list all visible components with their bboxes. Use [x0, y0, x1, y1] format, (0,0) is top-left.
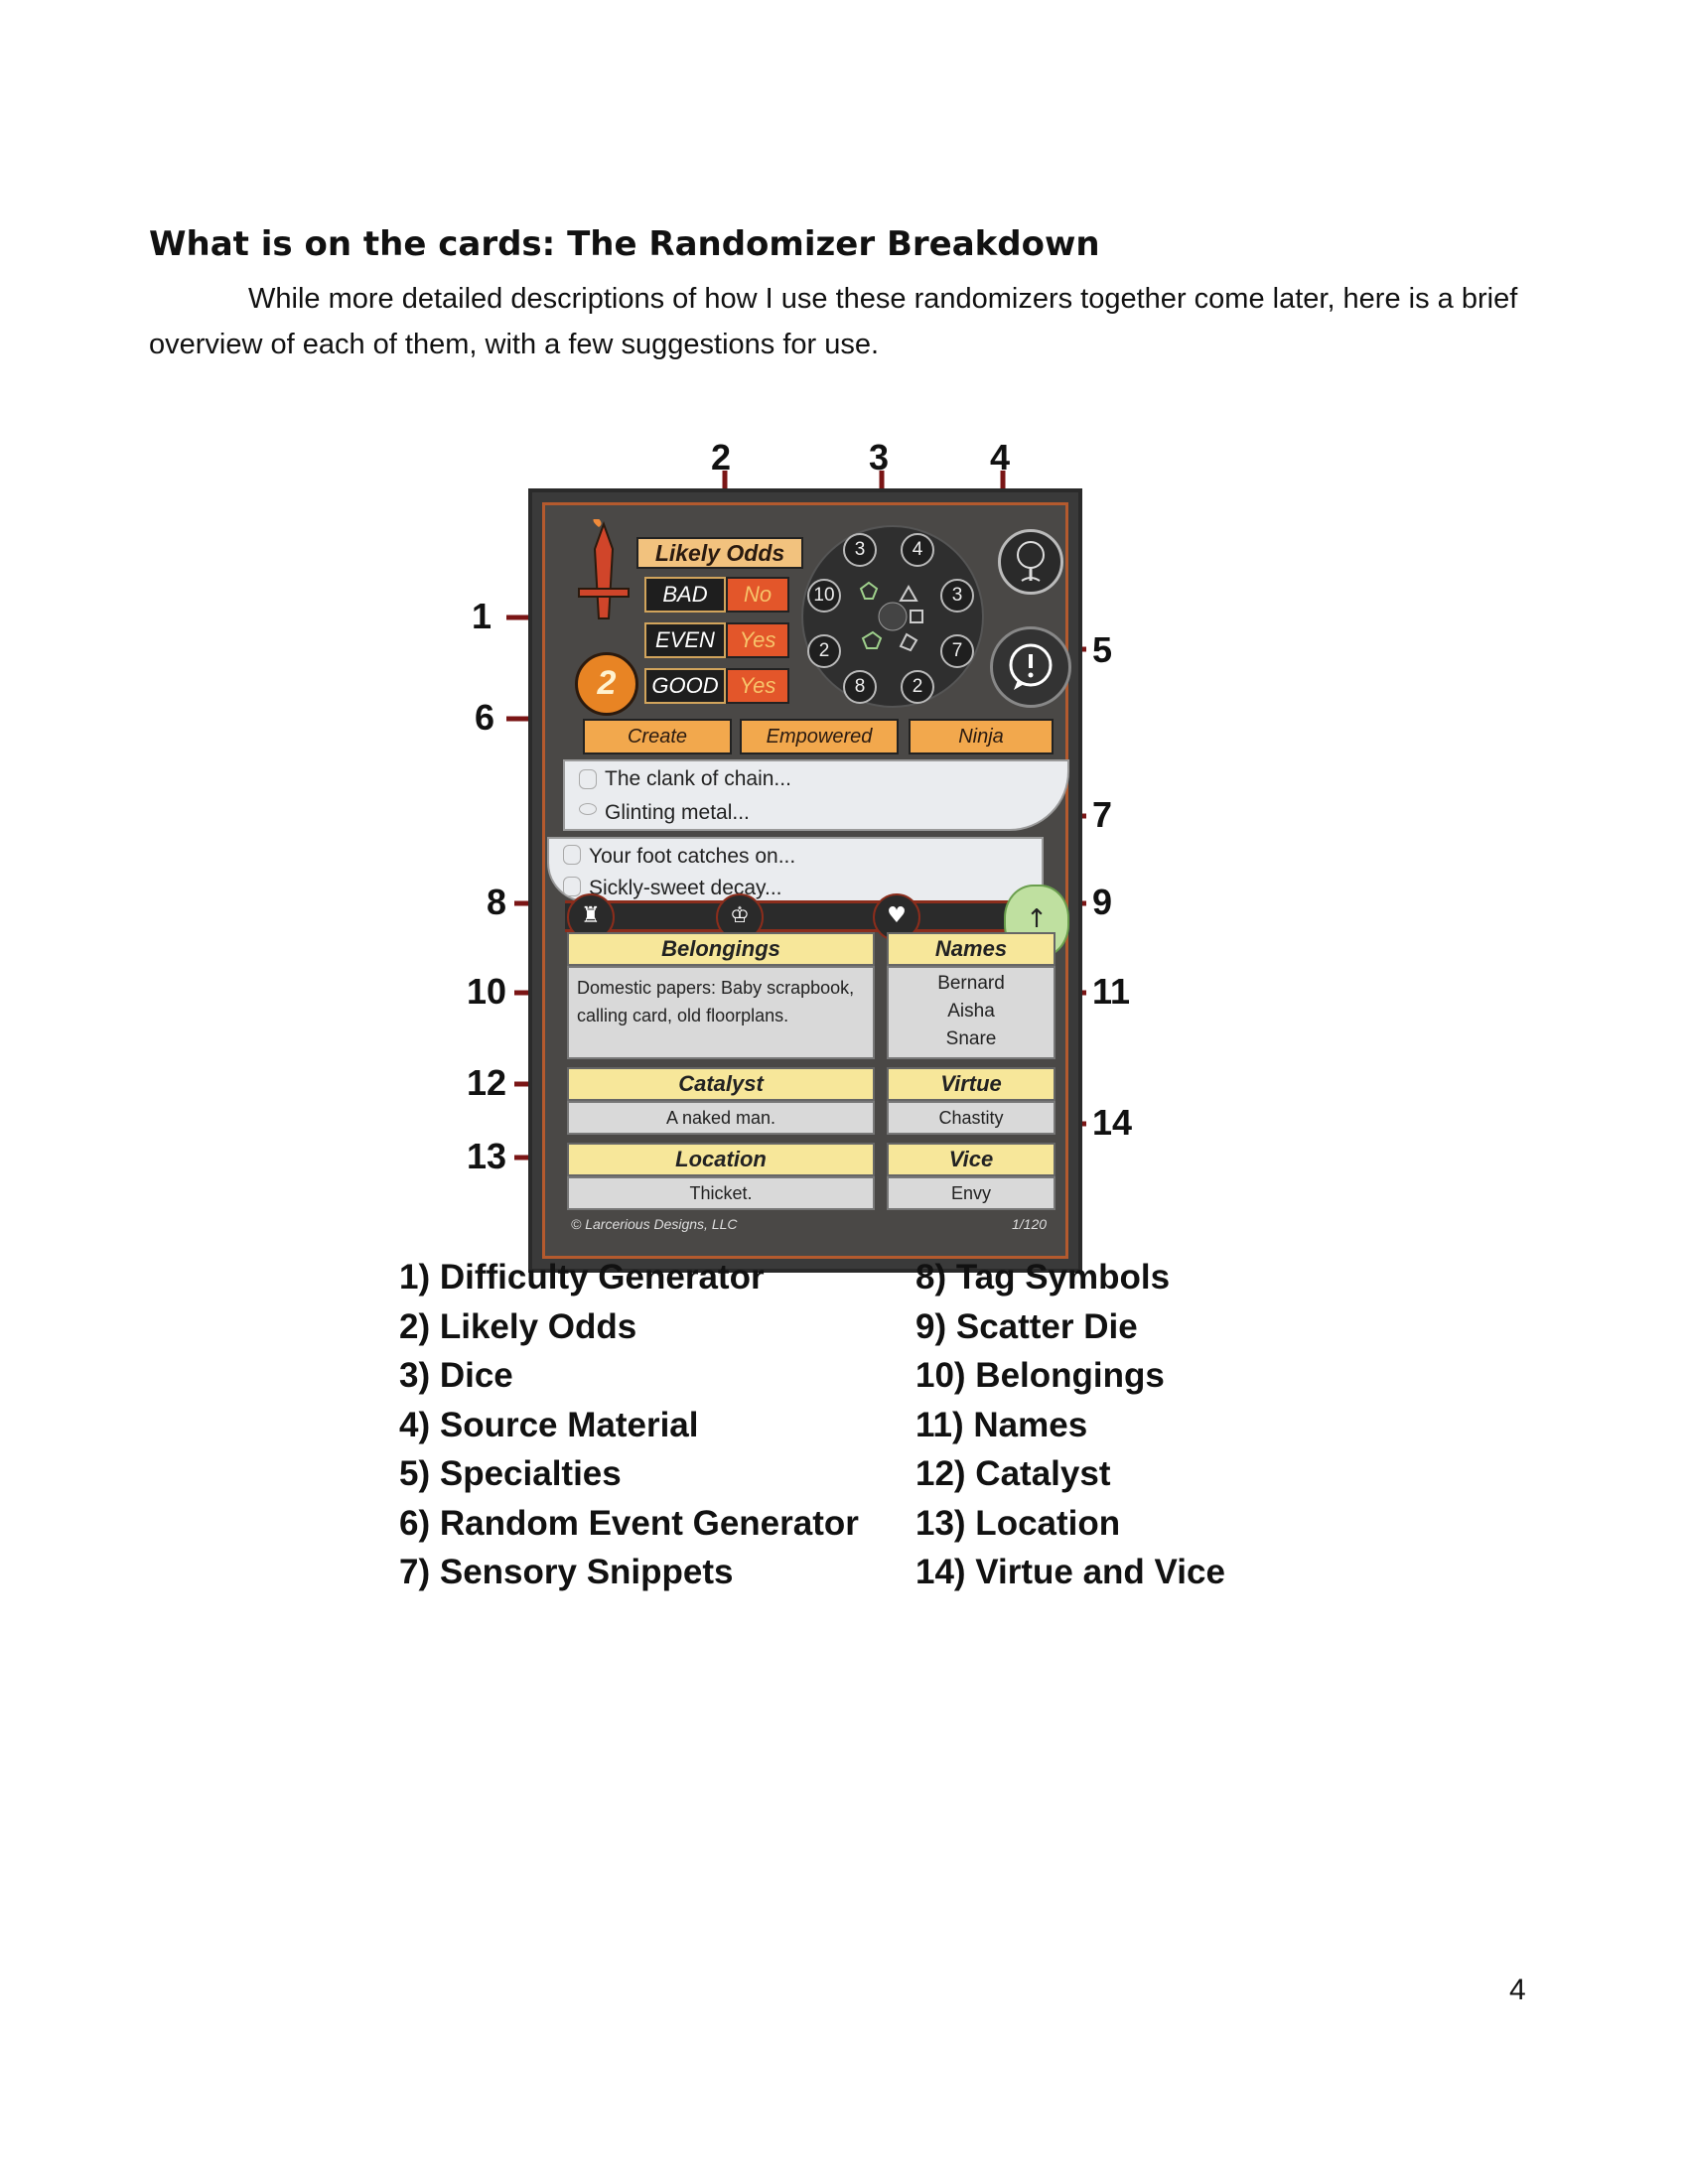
- odds-value: No: [726, 577, 789, 613]
- odds-value: Yes: [726, 622, 789, 658]
- legend-item: 13) Location: [915, 1503, 1121, 1543]
- callout-6: 6: [475, 697, 495, 738]
- vice-text: Envy: [887, 1176, 1055, 1210]
- dice-shapes-icon: [859, 581, 923, 652]
- location-header: Location: [567, 1143, 875, 1176]
- snippet-sound: The clank of chain...: [605, 767, 791, 790]
- names-header: Names: [887, 932, 1055, 966]
- event-tab-ninja: Ninja: [909, 719, 1054, 754]
- eye-icon: [579, 803, 597, 815]
- dagger-icon: [578, 519, 630, 619]
- legend-item: 1) Difficulty Generator: [399, 1258, 765, 1297]
- exclamation-speech-icon: [990, 626, 1071, 708]
- callout-2: 2: [711, 437, 732, 478]
- odds-value: Yes: [726, 668, 789, 704]
- nose-icon: [563, 877, 581, 896]
- callout-5: 5: [1092, 629, 1113, 670]
- legend-item: 2) Likely Odds: [399, 1306, 637, 1346]
- card-figure: 1 2 3 4 5 6 7 8 9 10 11 12 13 14 2 Likel…: [467, 437, 1133, 1273]
- catalyst-text: A naked man.: [567, 1101, 875, 1135]
- callout-11: 11: [1092, 971, 1131, 1012]
- legend-right: 8) Tag Symbols 9) Scatter Die 10) Belong…: [915, 1253, 1225, 1597]
- belongings-header: Belongings: [567, 932, 875, 966]
- page-number: 4: [1509, 1974, 1526, 2006]
- legend-item: 5) Specialties: [399, 1454, 622, 1493]
- legend-item: 12) Catalyst: [915, 1454, 1111, 1493]
- event-tab-create: Create: [583, 719, 732, 754]
- odds-label: BAD: [644, 577, 726, 613]
- snippet-band-bottom: Your foot catches on... Sickly-sweet dec…: [547, 837, 1044, 902]
- legend-item: 6) Random Event Generator: [399, 1503, 859, 1543]
- callout-12: 12: [467, 1062, 507, 1103]
- odds-row-good: GOOD Yes: [644, 668, 791, 704]
- name-item: Snare: [945, 1028, 997, 1049]
- dice-wheel: 3 4 10 3 2 7 8 2: [801, 525, 984, 708]
- callout-1: 1: [472, 596, 492, 636]
- hand-icon: [563, 845, 581, 865]
- odds-label: GOOD: [644, 668, 726, 704]
- name-item: Bernard: [937, 973, 1005, 994]
- callout-14: 14: [1092, 1102, 1133, 1143]
- legend-item: 7) Sensory Snippets: [399, 1553, 734, 1591]
- die-value: 2: [901, 670, 934, 704]
- legend-item: 14) Virtue and Vice: [915, 1553, 1225, 1591]
- intro-paragraph: While more detailed descriptions of how …: [149, 276, 1549, 367]
- odds-label: EVEN: [644, 622, 726, 658]
- snippet-band-top: The clank of chain... Glinting metal...: [563, 759, 1069, 831]
- legend-item: 9) Scatter Die: [915, 1306, 1138, 1346]
- tree-icon: [998, 529, 1063, 595]
- copyright-text: © Larcerious Designs, LLC: [571, 1216, 738, 1232]
- die-value: 7: [940, 634, 974, 668]
- card-frame: 2 Likely Odds BAD No EVEN Yes GOOD Yes 3…: [542, 502, 1071, 1259]
- die-value: 4: [901, 533, 934, 567]
- card-number: 1/120: [1012, 1216, 1048, 1232]
- odds-row-even: EVEN Yes: [644, 622, 791, 658]
- randomizer-card: 2 Likely Odds BAD No EVEN Yes GOOD Yes 3…: [528, 488, 1082, 1273]
- tag-band: ♜ ♔ ♥: [565, 893, 1061, 941]
- legend-item: 3) Dice: [399, 1356, 513, 1395]
- callout-4: 4: [990, 437, 1011, 478]
- legend-item: 8) Tag Symbols: [915, 1258, 1171, 1297]
- die-value: 2: [807, 634, 841, 668]
- callout-10: 10: [467, 971, 507, 1012]
- page-heading: What is on the cards: The Randomizer Bre…: [149, 224, 1100, 264]
- names-list: Bernard Aisha Snare: [887, 966, 1055, 1059]
- likely-odds-title: Likely Odds: [636, 537, 803, 569]
- snippet-sight: Glinting metal...: [605, 801, 750, 824]
- legend-item: 11) Names: [915, 1405, 1088, 1444]
- belongings-text: Domestic papers: Baby scrapbook, calling…: [567, 966, 875, 1059]
- difficulty-coin: 2: [575, 652, 638, 716]
- odds-row-bad: BAD No: [644, 577, 791, 613]
- legend-item: 4) Source Material: [399, 1405, 699, 1444]
- legend-left: 1) Difficulty Generator 2) Likely Odds 3…: [399, 1253, 859, 1597]
- catalyst-header: Catalyst: [567, 1067, 875, 1101]
- callout-9: 9: [1092, 882, 1113, 922]
- die-value: 3: [940, 579, 974, 613]
- vice-header: Vice: [887, 1143, 1055, 1176]
- intro-text: While more detailed descriptions of how …: [149, 283, 1518, 360]
- die-value: 8: [843, 670, 877, 704]
- callout-7: 7: [1092, 794, 1113, 835]
- name-item: Aisha: [947, 1001, 995, 1022]
- ear-icon: [579, 769, 597, 789]
- location-text: Thicket.: [567, 1176, 875, 1210]
- virtue-header: Virtue: [887, 1067, 1055, 1101]
- die-value: 3: [843, 533, 877, 567]
- event-tab-empowered: Empowered: [740, 719, 899, 754]
- callout-8: 8: [487, 882, 507, 922]
- snippet-touch: Your foot catches on...: [589, 845, 796, 868]
- legend-item: 10) Belongings: [915, 1356, 1165, 1395]
- callout-13: 13: [467, 1136, 507, 1176]
- virtue-text: Chastity: [887, 1101, 1055, 1135]
- die-value: 10: [807, 579, 841, 613]
- callout-3: 3: [869, 437, 890, 478]
